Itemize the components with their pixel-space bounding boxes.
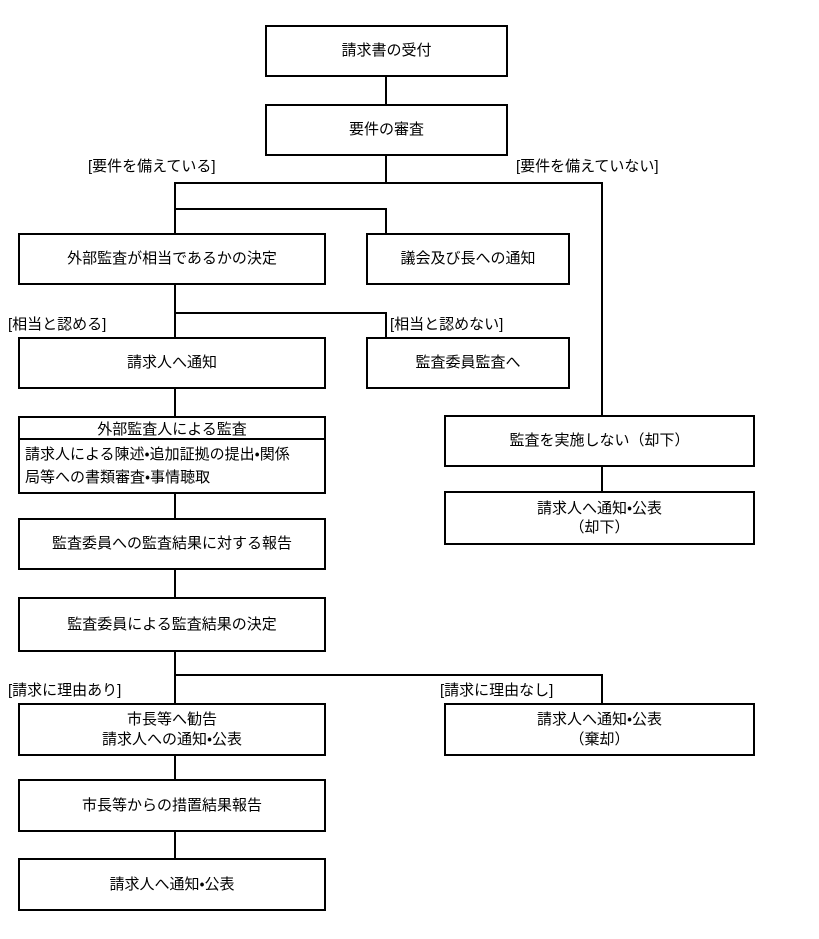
connector-to-committee-audit-down bbox=[385, 312, 387, 337]
connector-requirements-met-down bbox=[174, 182, 176, 233]
connector-branch-appropriate-horizontal bbox=[174, 312, 387, 314]
connector-reason-invalid-down bbox=[601, 674, 603, 703]
box-notify-dismissed-line1: 請求人へ通知・公表 bbox=[536, 711, 663, 728]
connector-external-audit-to-report bbox=[174, 494, 176, 518]
label-requirements-met: [要件を備えている] bbox=[88, 158, 216, 175]
box-notify-dismissed-line2: （棄却） bbox=[569, 730, 630, 748]
box-final-notify: 請求人へ通知・公表 bbox=[18, 858, 326, 911]
connector-branch-requirements-horizontal bbox=[174, 182, 603, 184]
connector-measure-report-to-final-notify bbox=[174, 832, 176, 858]
label-reason-invalid: [請求に理由なし] bbox=[440, 682, 554, 699]
connector-notify-to-external-audit bbox=[174, 389, 176, 416]
connector-result-decision-down bbox=[174, 652, 176, 703]
box-committee-audit: 監査委員監査へ bbox=[366, 337, 570, 389]
box-no-audit: 監査を実施しない（却下） bbox=[444, 415, 755, 467]
label-appropriate: [相当と認める] bbox=[8, 316, 107, 333]
box-result-decision: 監査委員による監査結果の決定 bbox=[18, 597, 326, 652]
box-audit-report: 監査委員への監査結果に対する報告 bbox=[18, 518, 326, 570]
connector-report-to-result-decision bbox=[174, 570, 176, 597]
box-external-audit-title: 外部監査人による監査 bbox=[20, 418, 324, 440]
label-not-appropriate: [相当と認めない] bbox=[390, 316, 504, 333]
connector-branch-reason-horizontal bbox=[174, 674, 603, 676]
label-reason-valid: [請求に理由あり] bbox=[8, 682, 122, 699]
box-notify-claimant: 請求人へ通知 bbox=[18, 337, 326, 389]
box-receipt: 請求書の受付 bbox=[265, 25, 508, 77]
connector-recommend-to-measure-report bbox=[174, 756, 176, 779]
box-notify-rejected-line1: 請求人へ通知・公表 bbox=[536, 499, 663, 517]
connector-to-assembly-down bbox=[385, 208, 387, 233]
box-assembly-notice: 議会及び長への通知 bbox=[366, 233, 570, 285]
label-requirements-not-met: [要件を備えていない] bbox=[516, 158, 659, 175]
box-decision: 外部監査が相当であるかの決定 bbox=[18, 233, 326, 285]
connector-receipt-to-review bbox=[385, 77, 387, 104]
box-notify-rejected-line2: （却下） bbox=[569, 519, 630, 536]
box-recommend-line2: 請求人への通知・公表 bbox=[101, 730, 243, 748]
connector-requirements-not-met-down bbox=[601, 182, 603, 415]
box-notify-dismissed: 請求人へ通知・公表 （棄却） bbox=[444, 703, 755, 756]
box-notify-rejected: 請求人へ通知・公表 （却下） bbox=[444, 491, 755, 545]
box-recommend: 市長等へ勧告 請求人への通知・公表 bbox=[18, 703, 326, 756]
connector-no-audit-to-notify-rejected bbox=[601, 467, 603, 491]
box-external-audit-detail: 請求人による陳述・追加証拠の提出・関係局等への書類審査・事情聴取 bbox=[25, 446, 290, 487]
box-external-audit: 外部監査人による監査 請求人による陳述・追加証拠の提出・関係局等への書類審査・事… bbox=[18, 416, 326, 494]
box-review: 要件の審査 bbox=[265, 104, 508, 156]
connector-to-assembly-horizontal bbox=[174, 208, 387, 210]
connector-review-down bbox=[385, 156, 387, 183]
connector-decision-to-notify bbox=[174, 285, 176, 337]
box-measure-report: 市長等からの措置結果報告 bbox=[18, 779, 326, 832]
box-recommend-line1: 市長等へ勧告 bbox=[126, 711, 217, 728]
